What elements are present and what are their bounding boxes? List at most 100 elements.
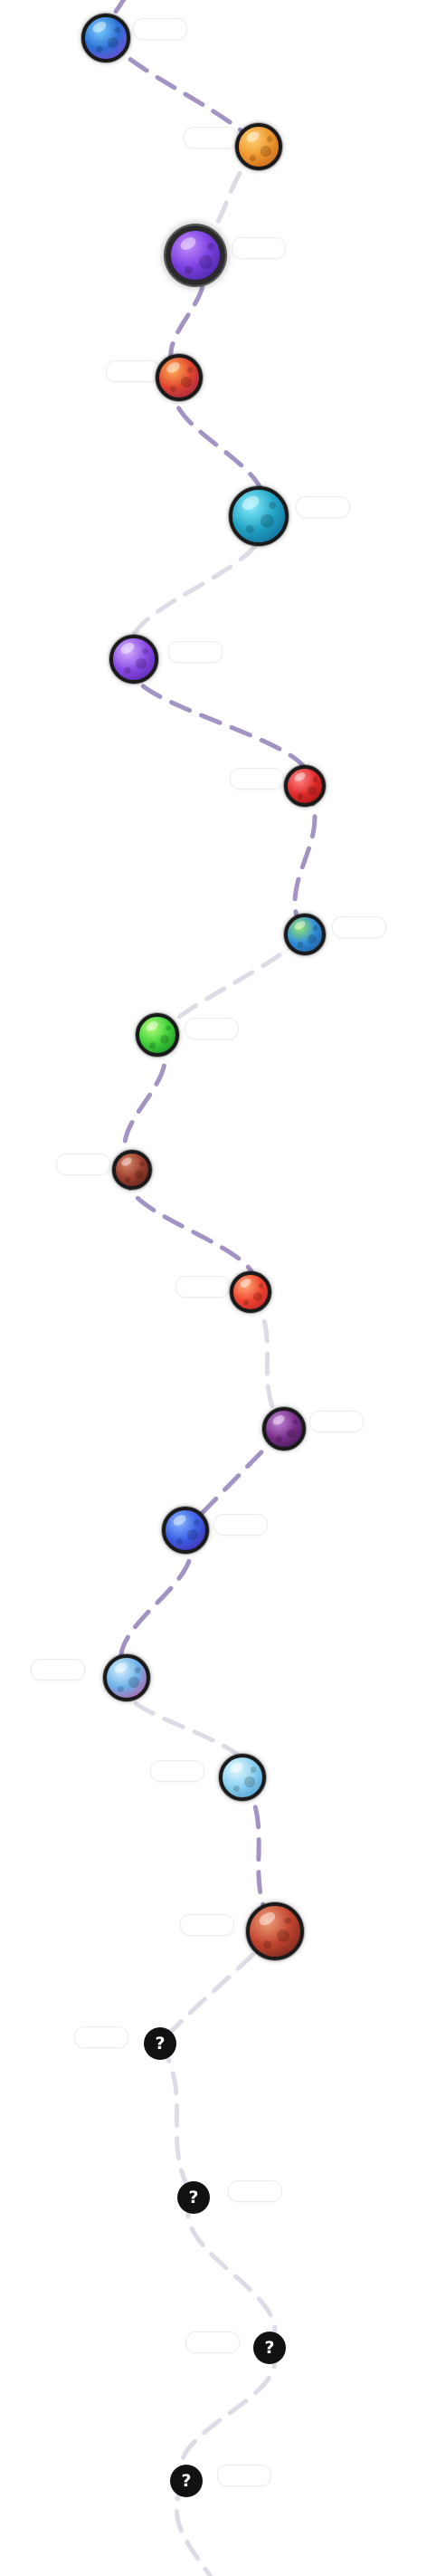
planet-highlight <box>118 641 137 656</box>
planet-crater <box>307 934 317 943</box>
level-label-14 <box>31 1659 85 1681</box>
planet-crater <box>124 666 131 675</box>
level-20-locked[interactable]: ? <box>170 2465 203 2497</box>
planet-highlight <box>144 1019 160 1033</box>
planet-crater <box>291 1419 298 1425</box>
planet-highlight <box>244 129 261 144</box>
planet-crater <box>96 45 103 53</box>
level-14-planet[interactable] <box>103 1654 150 1701</box>
planet-crater <box>232 1785 241 1792</box>
level-10-planet[interactable] <box>112 1150 152 1190</box>
planet-crater <box>128 1677 139 1688</box>
planet-crater <box>142 647 148 655</box>
planet-crater <box>185 265 194 275</box>
level-label-10 <box>56 1154 110 1175</box>
level-label-19 <box>185 2332 240 2353</box>
planet-crater <box>276 1436 282 1443</box>
planet-highlight <box>292 919 307 933</box>
path-segment-17 <box>157 2041 196 2200</box>
level-label-6 <box>168 641 223 663</box>
path-segment-10 <box>126 1167 257 1295</box>
question-mark-icon: ? <box>264 2337 275 2358</box>
planet-crater <box>261 146 271 157</box>
planet-crater <box>251 1767 257 1773</box>
planet-crater <box>134 1170 144 1179</box>
planet-crater <box>267 136 273 142</box>
level-18-locked[interactable]: ? <box>177 2181 210 2214</box>
planet-crater <box>284 1917 292 1925</box>
path-segment-7 <box>292 783 318 937</box>
level-label-12 <box>309 1411 364 1432</box>
planet-crater <box>199 255 213 269</box>
planet-crater <box>135 1667 141 1673</box>
level-8-planet[interactable] <box>284 914 326 955</box>
planet-crater <box>307 785 317 795</box>
level-label-15 <box>150 1760 204 1782</box>
level-label-20 <box>217 2465 271 2486</box>
planet-crater <box>286 1428 297 1439</box>
planet-crater <box>297 793 304 800</box>
level-label-4 <box>106 360 160 382</box>
planet-highlight <box>292 771 307 784</box>
level-19-locked[interactable]: ? <box>253 2332 286 2364</box>
planet-crater <box>159 1034 170 1045</box>
level-5-planet[interactable] <box>229 486 289 546</box>
question-mark-icon: ? <box>181 2470 192 2491</box>
path-segment-6 <box>128 656 310 789</box>
level-1-planet[interactable] <box>81 14 130 62</box>
planet-highlight <box>257 1909 278 1929</box>
planet-crater <box>114 26 120 34</box>
level-label-18 <box>228 2180 282 2202</box>
level-label-5 <box>296 496 350 518</box>
level-label-13 <box>213 1514 268 1536</box>
planet-crater <box>268 502 276 510</box>
level-label-11 <box>175 1276 230 1298</box>
planet-highlight <box>165 360 182 375</box>
planet-crater <box>136 658 147 669</box>
level-6-planet[interactable] <box>109 635 158 684</box>
level-label-1 <box>133 18 187 40</box>
planet-highlight <box>112 1661 129 1675</box>
planet-highlight <box>240 493 262 512</box>
planet-crater <box>277 1930 290 1943</box>
planet-crater <box>252 1291 262 1301</box>
planet-crater <box>187 367 194 373</box>
planet-crater <box>312 925 318 931</box>
planet-highlight <box>177 234 198 253</box>
level-3-planet[interactable] <box>166 225 225 285</box>
planet-crater <box>249 154 257 161</box>
level-label-7 <box>230 768 284 790</box>
level-9-planet[interactable] <box>136 1013 179 1057</box>
planet-crater <box>117 1685 125 1692</box>
planet-crater <box>206 243 214 251</box>
level-2-planet[interactable] <box>235 123 282 170</box>
level-label-8 <box>332 916 386 938</box>
planet-crater <box>194 1519 200 1526</box>
planet-crater <box>125 1176 131 1183</box>
level-12-planet[interactable] <box>262 1407 306 1451</box>
planet-crater <box>258 1283 264 1288</box>
path-segment-18 <box>185 2195 278 2351</box>
level-4-planet[interactable] <box>156 354 203 401</box>
level-15-planet[interactable] <box>219 1754 266 1801</box>
level-label-9 <box>185 1018 239 1039</box>
planet-crater <box>149 1042 156 1049</box>
level-11-planet[interactable] <box>230 1271 271 1313</box>
level-17-locked[interactable]: ? <box>144 2027 176 2060</box>
planet-crater <box>262 1939 271 1949</box>
planet-crater <box>108 37 119 48</box>
level-7-planet[interactable] <box>284 765 326 807</box>
planet-highlight <box>270 1412 287 1427</box>
planet-crater <box>261 514 274 528</box>
level-13-planet[interactable] <box>162 1507 209 1554</box>
level-label-17 <box>74 2026 128 2048</box>
planet-highlight <box>238 1277 252 1290</box>
path-segment-19 <box>178 2345 278 2484</box>
planet-crater <box>169 385 177 392</box>
level-16-planet[interactable] <box>246 1902 304 1960</box>
planet-highlight <box>171 1513 188 1527</box>
planet-crater <box>181 377 192 388</box>
level-label-16 <box>180 1914 234 1936</box>
level-label-2 <box>184 127 238 148</box>
